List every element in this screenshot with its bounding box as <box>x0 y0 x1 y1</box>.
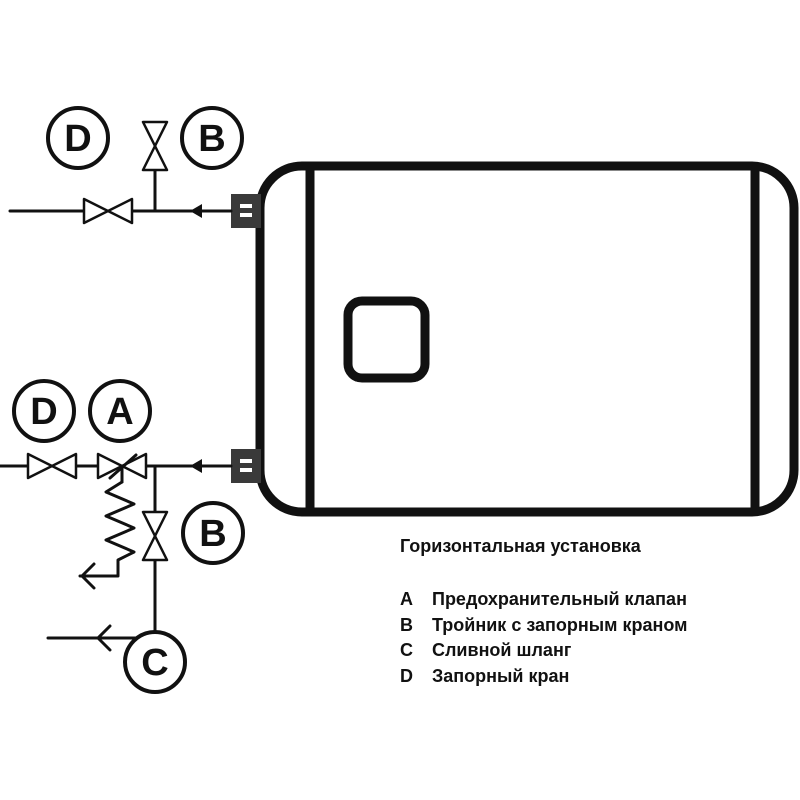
label-b-bottom-text: B <box>199 513 226 555</box>
label-a: A <box>88 379 152 443</box>
legend-text: Тройник с запорным краном <box>432 614 688 635</box>
legend-text: Предохранительный клапан <box>432 589 687 609</box>
label-c: C <box>123 630 187 694</box>
bottom-shutoff-valve <box>26 452 78 480</box>
label-d-top: D <box>46 106 110 170</box>
label-d-bottom-text: D <box>30 391 57 433</box>
drain-arrow-icon <box>96 624 112 652</box>
water-heater-tank <box>255 161 799 517</box>
legend-key: C <box>400 640 413 660</box>
legend-key: B <box>400 614 413 635</box>
top-tee-valve <box>141 120 169 172</box>
legend-key: A <box>400 589 413 609</box>
cold-water-inlet-fitting <box>231 449 261 483</box>
spring-icon <box>78 480 136 578</box>
legend-key: D <box>400 665 413 686</box>
legend-text: Сливной шланг <box>432 640 572 660</box>
legend-text: Запорный кран <box>432 665 570 686</box>
flow-arrow-icon <box>190 459 202 473</box>
legend-item: D Запорный кран <box>400 664 687 690</box>
label-b-top: B <box>180 106 244 170</box>
bottom-tee-valve <box>141 510 169 562</box>
legend-title: Горизонтальная установка <box>400 536 641 556</box>
legend-item: A Предохранительный клапан <box>400 587 687 613</box>
legend-item: C Сливной шланг <box>400 638 687 664</box>
label-d-top-text: D <box>64 118 91 160</box>
flow-arrow-icon <box>190 204 202 218</box>
label-c-text: C <box>141 642 168 684</box>
legend-list: A Предохранительный клапан B Тройник с з… <box>400 587 687 689</box>
label-b-top-text: B <box>198 118 225 160</box>
hot-water-outlet-fitting <box>231 194 261 228</box>
control-panel <box>343 296 430 383</box>
legend-item: B Тройник с запорным краном <box>400 613 687 639</box>
label-a-text: A <box>106 391 133 433</box>
label-d-bottom: D <box>12 379 76 443</box>
discharge-arrow-icon <box>80 562 96 590</box>
label-b-bottom: B <box>181 501 245 565</box>
safety-valve <box>78 452 148 590</box>
top-shutoff-valve <box>82 197 134 225</box>
